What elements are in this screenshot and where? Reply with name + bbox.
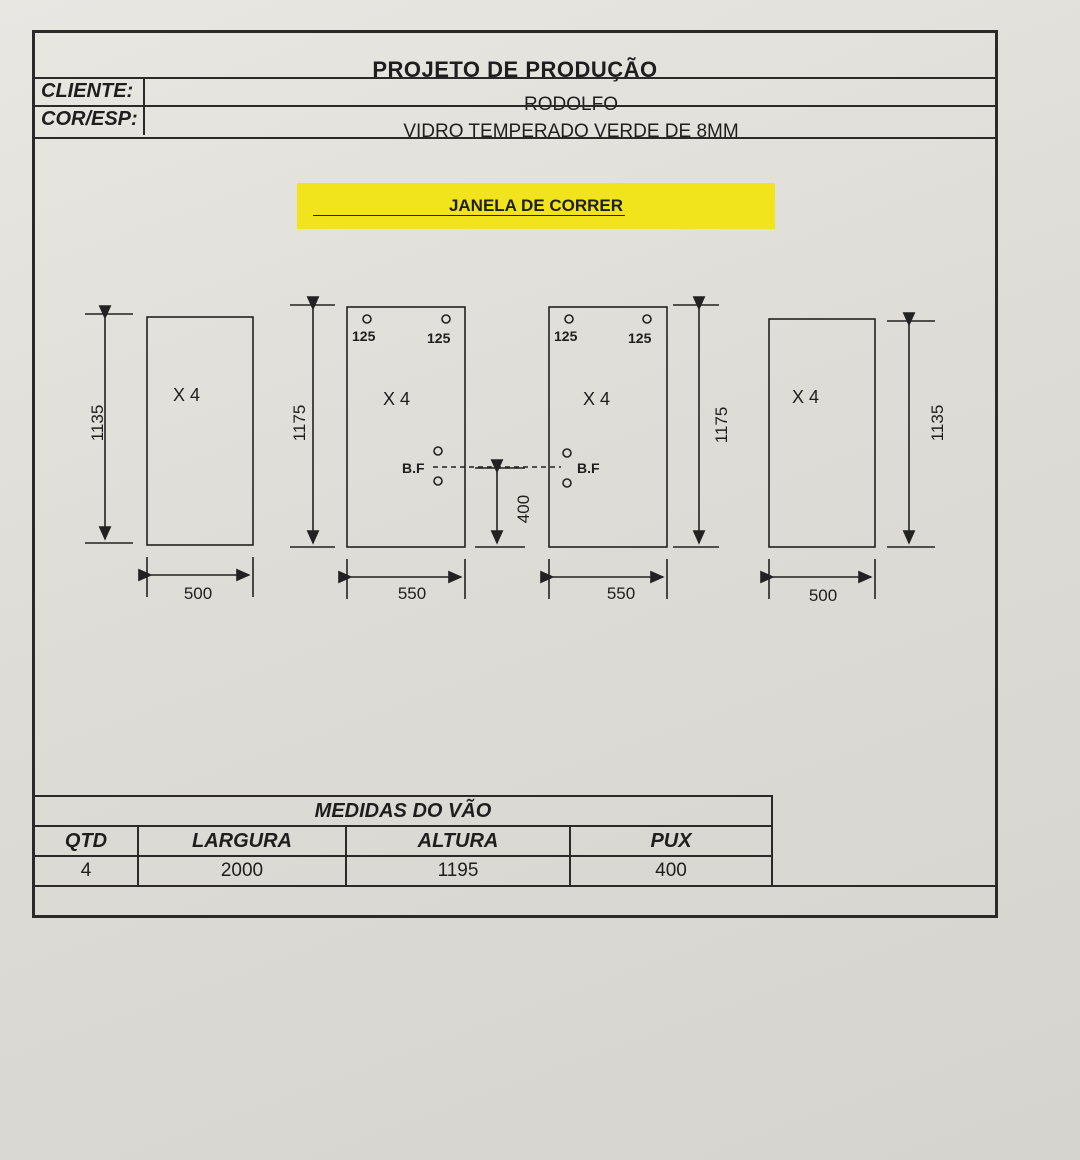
col-largura: LARGURA [137,825,347,857]
production-sheet: PROJETO DE PRODUÇÃO CLIENTE: RODOLFO COR… [32,30,998,918]
divider [35,137,995,139]
glass-panels-drawing: X 4 1135 500 125 125 X 4 B.F 1175 550 40… [85,296,947,605]
table-header-row: QTD LARGURA ALTURA PUX [33,825,773,857]
client-value: RODOLFO [524,94,618,115]
panel-2-width: 550 [398,584,426,603]
banner-underline [313,215,625,216]
panel-3-width: 550 [607,584,635,603]
divider [35,77,995,79]
panel-3-hole-left: 125 [554,328,578,344]
panel-1-height: 1135 [88,405,107,442]
cell-altura: 1195 [345,855,571,887]
panel-2-height: 1175 [290,405,309,442]
panel-2-hole-right: 125 [427,330,451,346]
panel-4-width: 500 [809,586,837,605]
panel-4-height: 1135 [928,405,947,442]
col-pux: PUX [569,825,773,857]
col-altura: ALTURA [345,825,571,857]
panel-1-qty: X 4 [173,385,200,405]
panel-2-lock-label: B.F [402,460,425,476]
table-row: 4 2000 1195 400 [33,855,773,887]
spec-label: COR/ESP: [35,105,145,135]
col-qtd: QTD [33,825,139,857]
glass-panel-1 [146,316,254,546]
cell-largura: 2000 [137,855,347,887]
window-type-banner: JANELA DE CORRER [297,183,775,229]
panel-3-hole-right: 125 [628,330,652,346]
panel-4-qty: X 4 [792,387,819,407]
glass-panel-3 [548,306,668,548]
bottom-divider [35,885,995,887]
divider [35,105,995,107]
glass-panel-4 [768,318,876,548]
spec-value: VIDRO TEMPERADO VERDE DE 8MM [403,121,739,142]
panel-1-width: 500 [184,584,212,603]
client-label: CLIENTE: [35,77,145,105]
glass-panel-2 [346,306,466,548]
cell-pux: 400 [569,855,773,887]
panel-2-hole-left: 125 [352,328,376,344]
handle-height: 400 [514,495,533,523]
banner-text: JANELA DE CORRER [448,196,624,215]
panel-2-qty: X 4 [383,389,410,409]
cell-qtd: 4 [33,855,139,887]
measurements-table: MEDIDAS DO VÃO QTD LARGURA ALTURA PUX 4 … [33,795,773,887]
panel-3-qty: X 4 [583,389,610,409]
table-title: MEDIDAS DO VÃO [33,795,773,827]
panel-3-lock-label: B.F [577,460,600,476]
panel-3-height: 1175 [712,407,731,444]
